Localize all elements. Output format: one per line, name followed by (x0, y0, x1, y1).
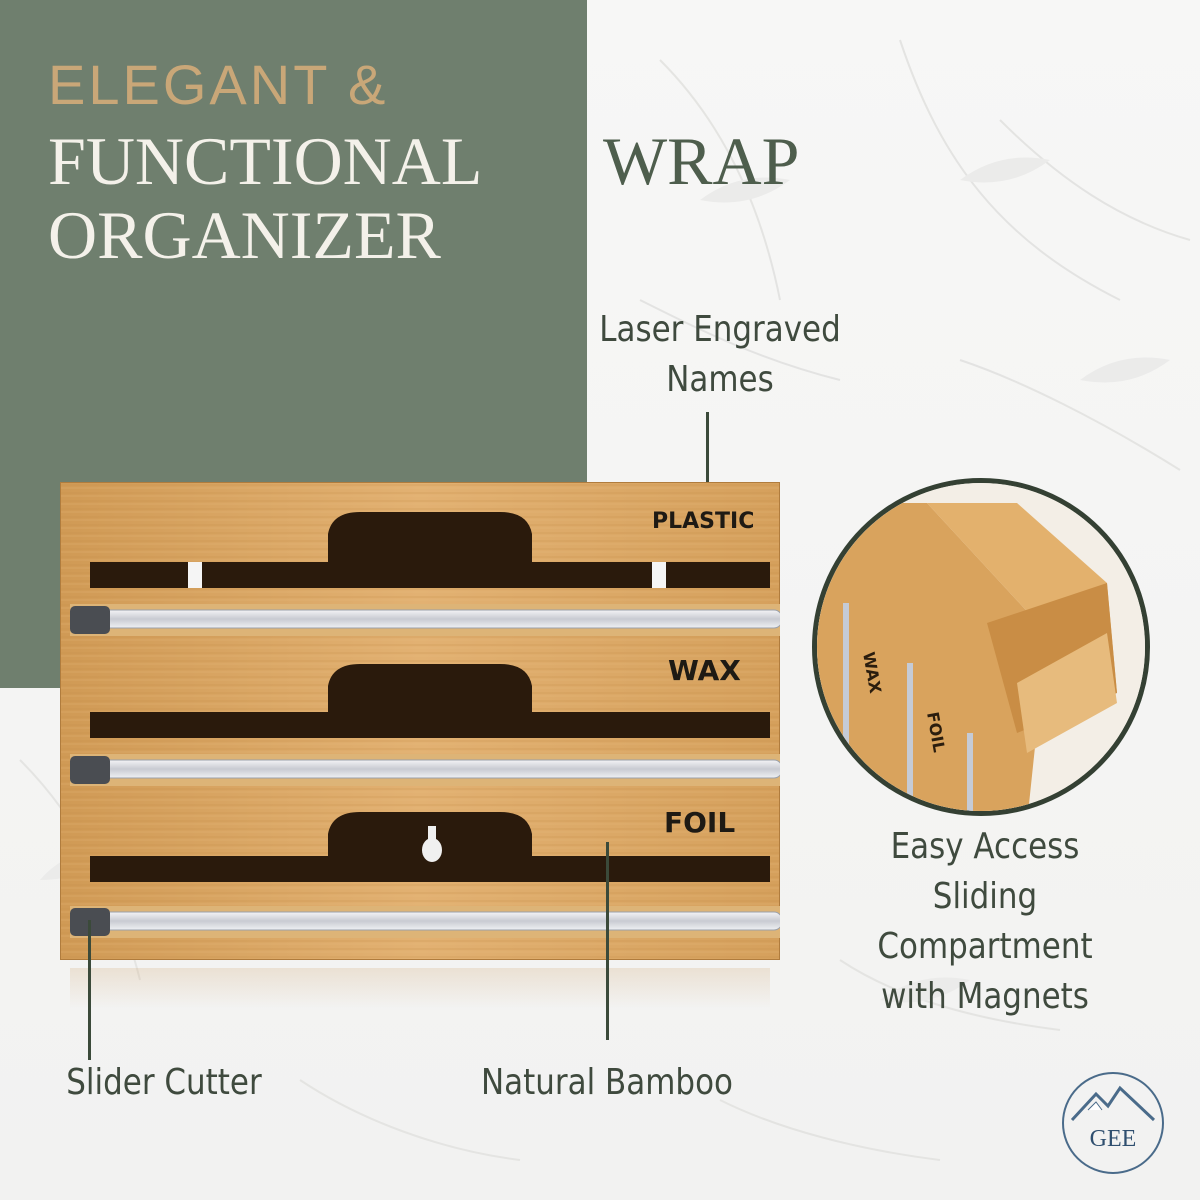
label-foil: FOIL (664, 806, 735, 839)
callout-sliding-line2: Compartment (877, 926, 1093, 967)
compartment-detail-image: WAX FOIL (817, 483, 1145, 811)
callout-laser-line1: Laser Engraved (599, 309, 841, 350)
callout-sliding-compartment: Easy Access Sliding Compartment with Mag… (843, 822, 1127, 1022)
leader-line-bamboo (606, 842, 609, 1040)
leader-line-laser (706, 412, 709, 504)
headline-accent: WRAP (603, 123, 800, 199)
callout-natural-bamboo-text: Natural Bamboo (481, 1062, 733, 1103)
callout-sliding-line1: Easy Access Sliding (890, 826, 1080, 917)
gee-logo: GEE (1062, 1072, 1164, 1174)
sliding-compartment-inset: WAX FOIL (812, 478, 1150, 816)
logo-text: GEE (1090, 1126, 1137, 1152)
headline-line3: ORGANIZER (48, 197, 441, 273)
label-wax: WAX (668, 654, 741, 687)
callout-laser-engraved: Laser Engraved Names (582, 305, 857, 405)
product-reflection (70, 968, 770, 1008)
label-plastic: PLASTIC (652, 509, 754, 534)
wrap-organizer-image: PLASTIC WAX FOIL (60, 482, 780, 960)
callout-slider-cutter: Slider Cutter (61, 1058, 267, 1108)
callout-slider-cutter-text: Slider Cutter (66, 1062, 262, 1103)
callout-laser-line2: Names (666, 359, 774, 400)
headline-line2: FUNCTIONAL (48, 123, 483, 199)
leader-line-slider (88, 920, 91, 1060)
callout-sliding-line3: with Magnets (881, 976, 1089, 1017)
headline-line1: ELEGANT & (48, 53, 389, 116)
callout-natural-bamboo: Natural Bamboo (474, 1058, 741, 1108)
